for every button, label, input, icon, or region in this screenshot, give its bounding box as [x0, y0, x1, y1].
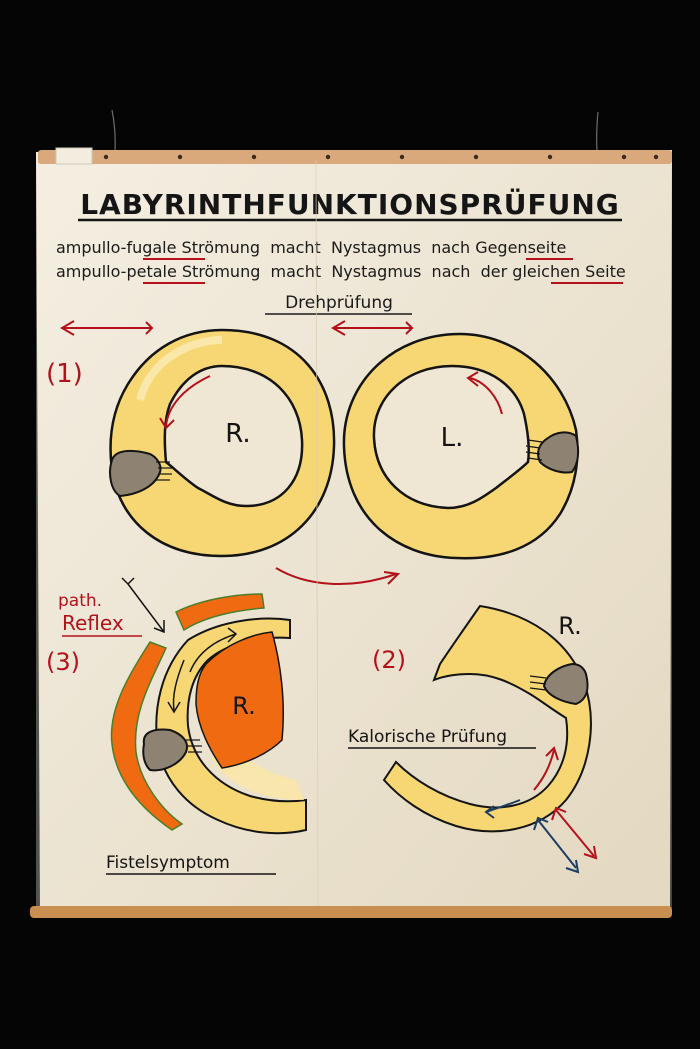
rule2-key-petale: petale: [126, 262, 176, 281]
paper-fold: [315, 159, 319, 907]
top-rod: [38, 150, 672, 164]
rule1-prefix: ampullo-: [56, 238, 126, 257]
left-ear-ring: L.: [342, 332, 580, 560]
rotation-test-label: Drehprüfung: [285, 293, 393, 313]
rule2-prefix: ampullo-: [56, 262, 126, 281]
red-underlines: [143, 258, 623, 284]
hanging-wires: [111, 109, 599, 153]
rule1-suffix: seite: [528, 238, 567, 257]
rod-nails: [103, 154, 659, 160]
rule1-key-fugale: fugale: [126, 238, 176, 257]
rule2-middle: Strömung macht Nystagmus nach der: [177, 262, 512, 281]
section-number-2: (2): [372, 646, 406, 674]
left-cupula-hairs: [525, 439, 543, 461]
right-ring-flow-arrow: [165, 375, 211, 427]
caloric-test-label: Kalorische Prüfung: [348, 727, 507, 747]
rule1-key-gegen: Gegen: [475, 238, 527, 257]
fistula-orange-mass: [195, 631, 284, 769]
fistula-canal-light: [212, 720, 304, 800]
rotation-curve-arrow: [275, 567, 401, 586]
right-ear-label: R.: [225, 419, 250, 449]
right-cupula: [109, 449, 162, 498]
section-number-1: (1): [46, 359, 83, 389]
caloric-diagram: [382, 604, 598, 874]
rule2-suffix: Seite: [580, 262, 626, 281]
fistula-bone-top: [175, 593, 265, 632]
rule1-middle: Strömung macht Nystagmus nach: [176, 238, 475, 257]
left-ear-label: L.: [441, 423, 464, 453]
corner-tag: [55, 147, 93, 165]
fistula-ear-label: R.: [232, 692, 255, 720]
caloric-flow-blue: [484, 799, 580, 874]
caloric-flow-red: [533, 746, 598, 860]
bottom-rod: [30, 906, 672, 918]
reflex-label-line1: path.: [58, 591, 102, 611]
left-ring-inner: [372, 364, 531, 510]
right-flow-arrowhead: [159, 417, 175, 430]
section-number-3: (3): [46, 648, 80, 676]
caloric-canal: [382, 604, 592, 833]
rule2-key-gleichen: gleichen: [512, 262, 580, 281]
fistula-flow-arrows: [167, 627, 238, 714]
poster-title: LABYRINTHFUNKTIONSPRÜFUNG: [80, 187, 620, 221]
fistula-bone-left: [110, 641, 184, 831]
fistula-cupula: [142, 728, 188, 772]
rule-line-fugal: ampullo-fugale Strömung macht Nystagmus …: [56, 238, 566, 257]
fistula-cupula-hairs: [186, 739, 202, 753]
caloric-ear-label: R.: [558, 612, 581, 640]
right-ring-highlight: [136, 336, 223, 402]
reflex-pointer-arrow: [121, 577, 165, 634]
reflex-label-line2: Reflex: [62, 611, 124, 635]
left-ring-flow-arrow: [469, 377, 503, 415]
caloric-cupula-hairs: [529, 675, 547, 691]
right-cupula-hairs: [156, 461, 172, 481]
rule-line-petal: ampullo-petale Strömung macht Nystagmus …: [56, 262, 626, 281]
left-cupula: [537, 431, 580, 474]
rotation-arrows-top: [60, 320, 414, 336]
left-flow-arrowhead: [466, 371, 479, 387]
fistula-test-label: Fistelsymptom: [106, 853, 230, 873]
fistula-diagram: R.: [110, 593, 307, 835]
right-ring-inner: [163, 364, 304, 508]
caloric-cupula: [542, 662, 589, 706]
right-ear-ring: R.: [109, 328, 336, 558]
